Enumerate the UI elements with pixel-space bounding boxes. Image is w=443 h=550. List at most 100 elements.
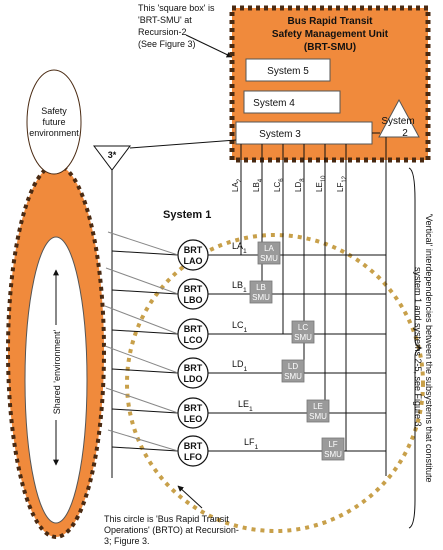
system3star-node-connector <box>111 368 179 374</box>
system3star-node-connector <box>111 446 179 452</box>
system3star-label: 3* <box>108 150 117 160</box>
operation-smu-label: SMU <box>260 254 278 263</box>
system2-label: 2 <box>402 128 408 139</box>
vertical-link-label: LB4 <box>252 178 264 192</box>
brt-node-label: LBO <box>184 295 203 305</box>
system3star-triangle <box>93 145 131 171</box>
environment-node-connector <box>107 231 179 256</box>
vertical-annotation-line: system 1 and systems 2-5, see Figure 3. <box>413 267 423 429</box>
operation-smu-box <box>249 280 273 304</box>
vertical-brace <box>408 167 423 529</box>
system3star-node-connector <box>111 329 179 335</box>
brt-smu-box: Bus Rapid Transit Safety Management Unit… <box>229 5 431 163</box>
brto-dotted-circle <box>125 233 425 533</box>
annotation-line: (See Figure 3) <box>138 39 196 49</box>
system3star-node-connector <box>111 250 179 256</box>
operation-smu-label: SMU <box>252 293 270 302</box>
environment-node-connector <box>104 345 179 374</box>
operation-smu-box <box>281 359 305 383</box>
operation-smu-label: SMU <box>324 450 342 459</box>
brt-node-label: BRT <box>184 441 203 451</box>
operation-link-label: LA1 <box>232 241 247 255</box>
system2-triangle <box>378 98 420 138</box>
circle-annotation-line: Operations' (BRTO) at Recursion- <box>104 525 239 535</box>
brt-node-label: LCO <box>184 335 203 345</box>
brt-operation-node <box>177 278 209 310</box>
future-environment-ellipse <box>26 69 82 175</box>
brt-node-label: BRT <box>184 245 203 255</box>
vertical-link-label: LD8 <box>294 178 306 192</box>
system3star-node-connector <box>111 289 179 295</box>
operation-smu-box <box>291 320 315 344</box>
system3-label: System 3 <box>259 129 301 140</box>
system4-label: System 4 <box>253 98 295 109</box>
shared-environment-ellipse <box>24 236 88 524</box>
brt-operation-node <box>177 397 209 429</box>
future-env-label: Safety <box>41 106 67 116</box>
operation-smu-box <box>306 399 330 423</box>
system4-box <box>243 90 341 114</box>
future-env-label: future <box>42 117 65 127</box>
system3star-node-connector <box>111 408 179 414</box>
vertical-link-label: LA2 <box>231 178 243 192</box>
brt-node-label: LAO <box>184 256 203 266</box>
operation-link-label: LC1 <box>232 320 248 334</box>
system3-box <box>235 121 373 145</box>
brt-node-label: LFO <box>184 452 202 462</box>
circle-annotation-line: This circle is 'Bus Rapid Transit <box>104 514 229 524</box>
annotation-line: 'BRT-SMU' at <box>138 15 192 25</box>
environment-node-connector <box>107 429 179 452</box>
operation-smu-label: SMU <box>294 333 312 342</box>
operation-smu-label: LD <box>288 362 298 371</box>
operation-smu-label: LE <box>313 402 323 411</box>
circle-annotation: This circle is 'Bus Rapid Transit Operat… <box>104 514 239 546</box>
brt-node-label: BRT <box>184 363 203 373</box>
vertical-link-label: LE10 <box>315 175 327 192</box>
operation-smu-label: LB <box>256 283 266 292</box>
environment-node-connector <box>104 305 179 335</box>
smu-title-line: Bus Rapid Transit <box>287 16 373 27</box>
annotation-arrow <box>185 34 233 58</box>
brt-operation-node <box>177 239 209 271</box>
operation-smu-box <box>321 437 345 461</box>
smu-title-line: Safety Management Unit <box>272 29 389 40</box>
environment-node-connector <box>105 267 179 295</box>
brt-operation-node <box>177 435 209 467</box>
annotation-line: Recursion-2 <box>138 27 187 37</box>
brt-node-label: BRT <box>184 324 203 334</box>
brt-node-label: BRT <box>184 284 203 294</box>
operation-smu-label: SMU <box>284 372 302 381</box>
circle-annotation-line: 3; Figure 3. <box>104 536 150 546</box>
vertical-annotation-line: 'Vertical' interdependencies between the… <box>424 213 434 482</box>
operation-smu-label: SMU <box>309 412 327 421</box>
circle-annotation-arrow <box>177 485 203 509</box>
shared-env-label: Shared 'environment' <box>52 329 62 414</box>
operation-link-label: LE1 <box>238 399 253 413</box>
system3star-to-system3-line <box>129 139 237 149</box>
vertical-link-label: LC6 <box>273 178 285 192</box>
future-env-label: environment <box>29 128 79 138</box>
system5-box <box>245 58 331 82</box>
brt-node-label: BRT <box>184 403 203 413</box>
vertical-annotation: 'Vertical' interdependencies between the… <box>413 213 434 482</box>
smu-title-line: (BRT-SMU) <box>304 42 356 53</box>
system2-label: System <box>381 116 414 127</box>
operation-smu-box <box>257 241 281 265</box>
vertical-link-label: LF12 <box>336 175 348 192</box>
system5-label: System 5 <box>267 66 309 77</box>
annotation-line: This 'square box' is <box>138 3 215 13</box>
operation-link-label: LF1 <box>244 437 259 451</box>
operation-link-label: LB1 <box>232 280 247 294</box>
operation-smu-label: LF <box>328 440 337 449</box>
operation-link-label: LD1 <box>232 359 248 373</box>
operation-smu-label: LC <box>298 323 308 332</box>
brt-operation-node <box>177 357 209 389</box>
operation-smu-label: LA <box>264 244 274 253</box>
environment-node-connector <box>105 387 179 414</box>
brt-node-label: LEO <box>184 414 203 424</box>
brt-operation-node <box>177 318 209 350</box>
square-box-annotation: This 'square box' is 'BRT-SMU' at Recurs… <box>138 3 215 49</box>
environment-group: Safety future environment Shared 'enviro… <box>6 69 106 539</box>
